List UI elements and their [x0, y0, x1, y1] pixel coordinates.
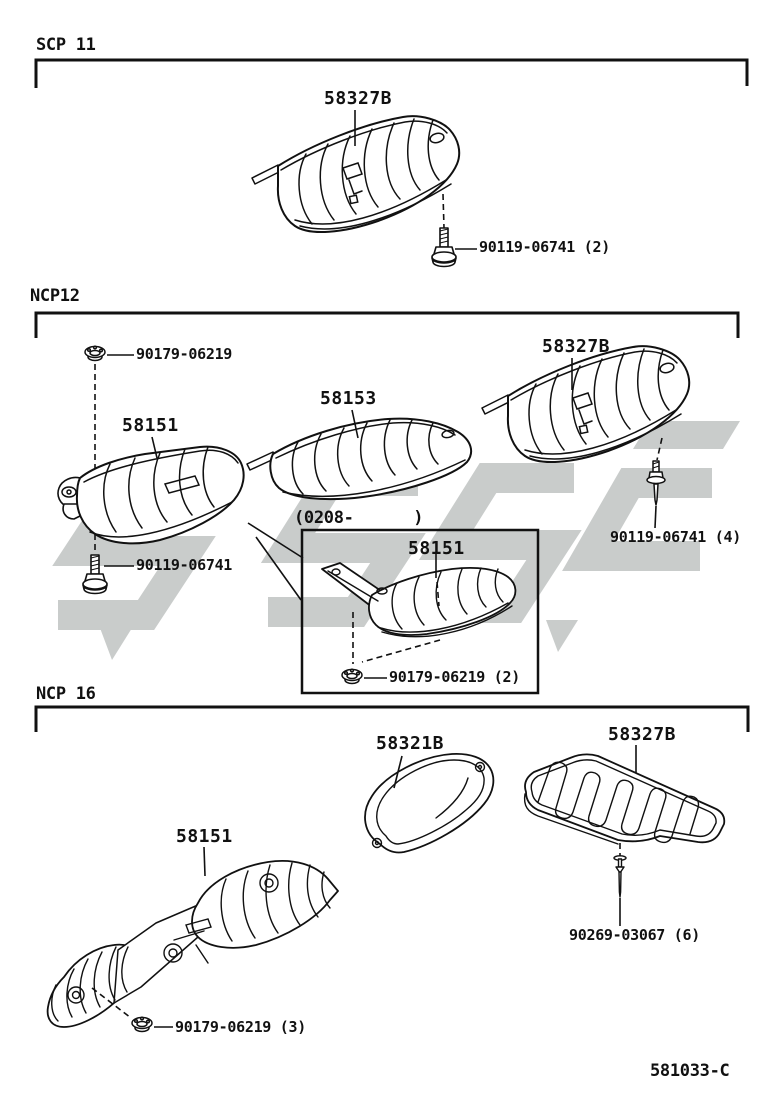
part-drawing-58151-inset	[321, 562, 517, 638]
part-label-58327b-scp11: 58327B	[324, 88, 393, 109]
part-drawing-58153-ncp12	[246, 417, 473, 501]
part-label-58327b-ncp12: 58327B	[542, 336, 611, 357]
fastener-label-90119-ncp12-right: 90119-06741 (4)	[610, 528, 741, 546]
section-header-scp11: SCP 11	[36, 35, 96, 55]
part-label-58151-ncp16: 58151	[176, 826, 233, 847]
part-drawing-58151-ncp12	[57, 445, 245, 545]
part-drawing-58151-ncp16	[46, 859, 339, 1028]
fastener-label-90179-ncp16: 90179-06219 (3)	[175, 1018, 306, 1036]
section-header-ncp16: NCP 16	[36, 684, 96, 704]
part-drawing-58327b-ncp12	[481, 345, 691, 464]
part-label-58321b-ncp16: 58321B	[376, 733, 445, 754]
inset-range-label: (0208- )	[294, 508, 424, 528]
part-drawing-58327b-ncp16	[523, 753, 726, 845]
drawing-number: 581033-C	[650, 1061, 730, 1081]
part-label-58151-inset: 58151	[408, 538, 465, 559]
section-header-ncp12: NCP12	[30, 286, 80, 306]
fastener-label-90269-ncp16: 90269-03067 (6)	[569, 926, 700, 944]
part-label-58153-ncp12: 58153	[320, 388, 377, 409]
fastener-label-90179-inset: 90179-06219 (2)	[389, 668, 520, 686]
part-label-58327b-ncp16: 58327B	[608, 724, 677, 745]
part-label-58151-ncp12: 58151	[122, 415, 179, 436]
fastener-label-90119-ncp12-left: 90119-06741	[136, 556, 233, 574]
fastener-label-90179-ncp12: 90179-06219	[136, 345, 233, 363]
part-drawing-58327b-scp11	[251, 115, 461, 234]
fastener-label-90119-scp11: 90119-06741 (2)	[479, 238, 610, 256]
part-drawing-58321b-ncp16	[364, 752, 495, 854]
